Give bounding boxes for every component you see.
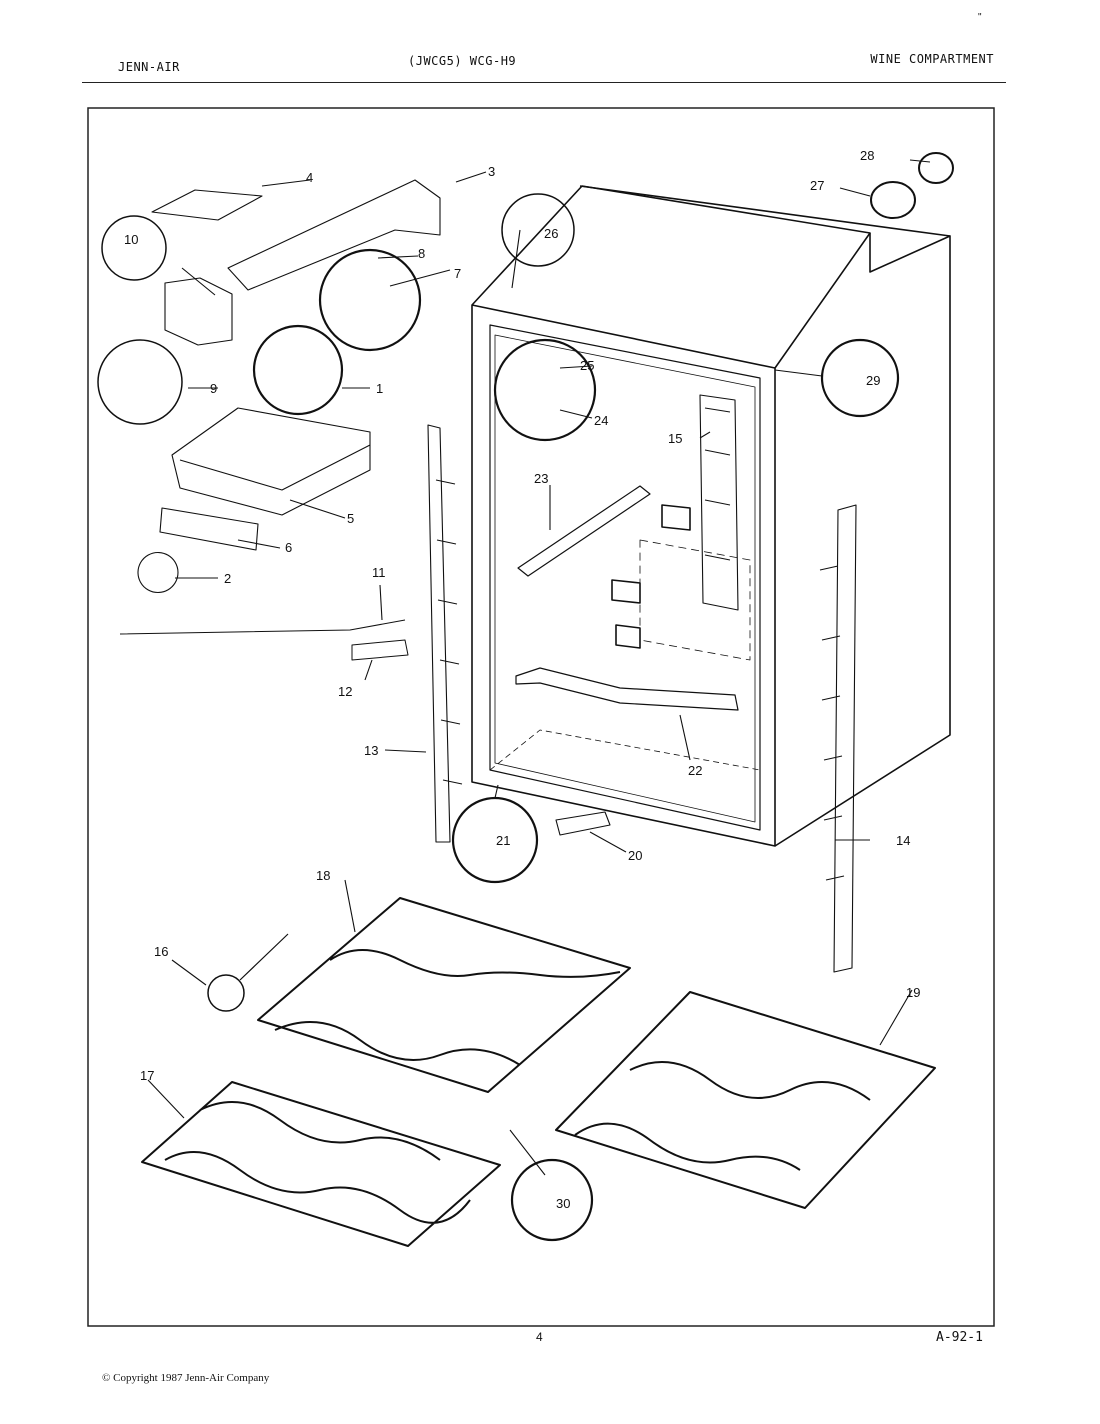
callout-1: 1 [376,381,383,396]
callout-4: 4 [306,170,313,185]
side-rail-part-13 [427,424,463,843]
housing-part-5 [171,407,371,516]
callout-24: 24 [594,413,608,428]
plate-part-6 [159,507,259,551]
callout-11: 11 [372,565,386,580]
detail-circle-part-29 [820,338,900,418]
callout-23: 23 [534,471,548,486]
cover-part-4 [151,189,263,221]
callout-9: 9 [210,381,217,396]
detail-circle-part-9 [97,339,183,425]
callout-15: 15 [668,431,682,446]
detail-circle-part-21 [451,796,539,884]
header-model: (JWCG5) WCG-H9 [408,54,517,68]
callout-21: 21 [496,833,510,848]
support-block [661,504,691,531]
thermometer-dial [207,974,245,1012]
cabinet [471,185,951,847]
header-section: WINE COMPARTMENT [870,52,994,66]
rail-part-15 [699,394,739,611]
copyright-notice: © Copyright 1987 Jenn-Air Company [102,1372,270,1384]
callout-17: 17 [140,1068,154,1083]
callout-19: 19 [906,985,920,1000]
callout-16: 16 [154,944,168,959]
callout-6: 6 [285,540,292,555]
thermometer-probe [239,933,289,981]
callout-18: 18 [316,868,330,883]
callout-30: 30 [556,1196,570,1211]
detail-circle-part-8-7 [318,248,422,352]
callout-13: 13 [364,743,378,758]
callout-8: 8 [418,246,425,261]
callout-28: 28 [860,148,874,163]
knob-part-2 [137,552,179,593]
callout-10: 10 [124,232,138,247]
grommet-part-27 [870,181,916,219]
callout-27: 27 [810,178,824,193]
callout-25: 25 [580,358,594,373]
detail-circle-part-10 [101,215,167,281]
bracket-part-3 [227,179,441,291]
callout-20: 20 [628,848,642,863]
corner-mark: " [978,12,982,23]
detail-circle-part-26 [501,193,575,267]
header-brand: JENN-AIR [118,60,180,74]
detail-circle-part-1 [252,324,344,416]
side-rail-part-14 [819,504,857,973]
page-number: 4 [536,1330,543,1344]
detail-circle-part-25-24 [493,338,597,442]
control-panel [164,277,233,346]
rail-part-22 [515,667,739,711]
callout-12: 12 [338,684,352,699]
callout-14: 14 [896,833,910,848]
callout-26: 26 [544,226,558,241]
clamp-part-12 [351,639,409,661]
plug-part-28 [918,152,954,184]
callout-22: 22 [688,763,702,778]
wine-rack-part-17 [141,1081,501,1247]
sensor-wire-part-11 [119,619,406,635]
detail-circle-part-30 [510,1158,594,1242]
rail-part-23 [517,485,651,577]
callout-2: 2 [224,571,231,586]
callout-7: 7 [454,266,461,281]
clip-part-20 [555,811,611,836]
page-code: A-92-1 [936,1330,983,1345]
wine-rack-part-19 [555,991,936,1209]
callout-3: 3 [488,164,495,179]
support-block [611,579,641,604]
wine-rack-part-18 [257,897,631,1093]
callout-29: 29 [866,373,880,388]
header-rule [82,82,1006,83]
callout-labels: 1 2 3 4 5 6 7 8 9 10 11 12 13 14 15 16 1… [124,148,920,1211]
diagram-border [87,107,995,1327]
support-block [615,624,641,649]
leader-line [147,159,931,1176]
callout-5: 5 [347,511,354,526]
